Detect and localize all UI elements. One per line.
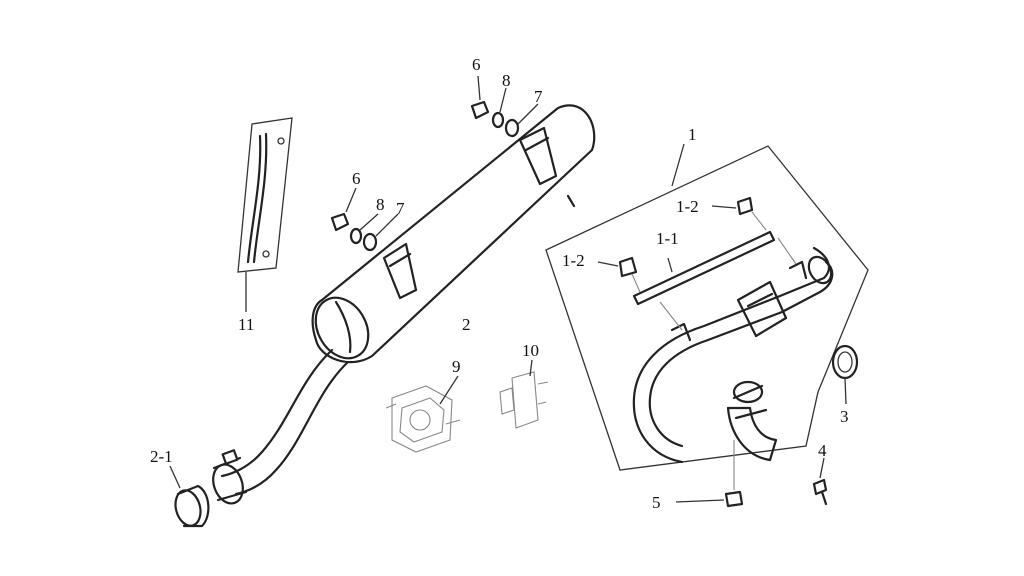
callout-1-2-lower: 1-2 (562, 251, 585, 270)
fastener-group-upper (470, 75, 539, 138)
bolt-part-1-2-lower (597, 256, 641, 293)
bolt-part-5 (675, 440, 744, 508)
gasket-part-3 (831, 344, 859, 405)
valve-part-10 (499, 359, 549, 429)
callout-4: 4 (818, 441, 827, 460)
callout-6-lower: 6 (352, 169, 361, 188)
callout-10: 10 (522, 341, 539, 360)
callout-7-lower: 7 (396, 199, 405, 218)
clamp-part-2-1 (169, 465, 210, 528)
callout-7-upper: 7 (534, 87, 543, 106)
callout-9: 9 (452, 357, 461, 376)
hose-part-11 (237, 117, 293, 312)
callout-2-1: 2-1 (150, 447, 173, 466)
callout-2: 2 (462, 315, 471, 334)
callout-1-1: 1-1 (656, 229, 679, 248)
header-pipe-part-1 (632, 230, 834, 464)
callout-3: 3 (840, 407, 849, 426)
nut-part-4 (812, 457, 828, 506)
callout-5: 5 (652, 493, 661, 512)
callout-8-lower: 8 (376, 195, 385, 214)
callout-1: 1 (688, 125, 697, 144)
callout-6-upper: 6 (472, 55, 481, 74)
bolt-part-1-2-upper (711, 196, 767, 231)
valve-part-9 (385, 375, 461, 453)
fastener-group-lower (330, 187, 399, 252)
callout-8-upper: 8 (502, 71, 511, 90)
muffler-part-2 (212, 104, 596, 505)
callout-11: 11 (238, 315, 254, 334)
callout-1-2-upper: 1-2 (676, 197, 699, 216)
assembly-1-boundary (545, 143, 869, 471)
